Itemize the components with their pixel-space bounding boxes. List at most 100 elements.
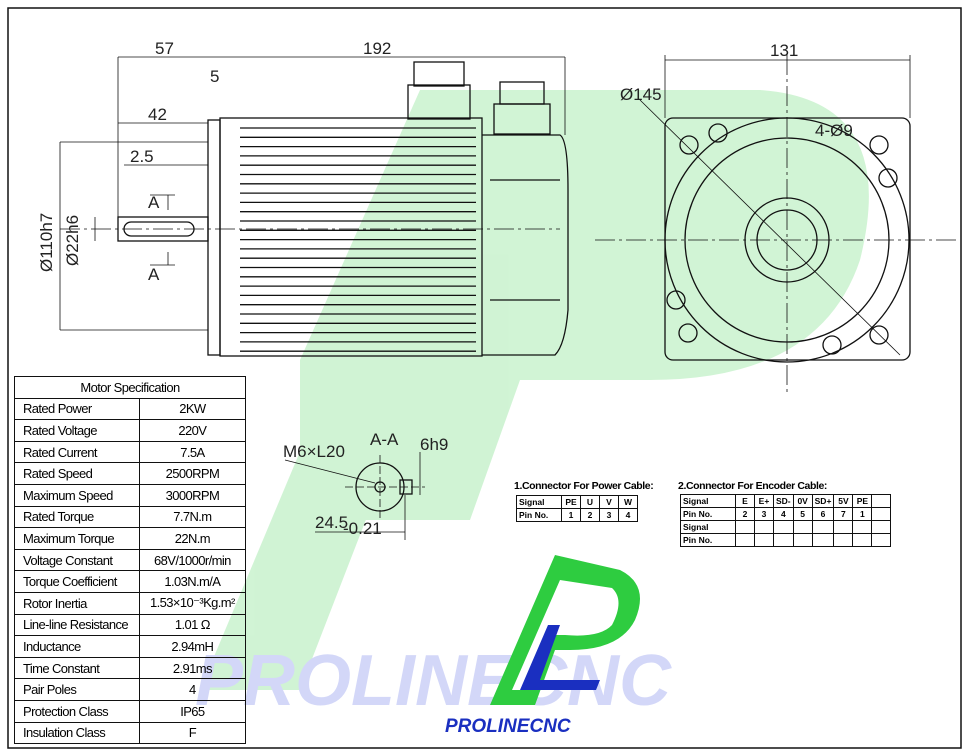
connector-cell: 6 (811, 507, 835, 521)
thread-label: M6×L20 (283, 442, 345, 461)
connector-cell: 4 (618, 508, 638, 522)
spec-label: Protection Class (14, 699, 140, 723)
spec-label: Insulation Class (14, 721, 140, 745)
logo-text: PROLINECNC (445, 716, 571, 737)
connector-cell: 1 (561, 508, 581, 522)
spec-label: Torque Coefficient (14, 570, 140, 593)
spec-value: 1.03N.m/A (138, 570, 247, 593)
spec-value: 68V/1000r/min (138, 548, 247, 572)
connector-cell (735, 520, 755, 534)
spec-value: 2.94mH (138, 635, 247, 658)
connector-cell (871, 533, 892, 547)
spec-value: 22N.m (138, 527, 247, 550)
section-mark-top: A (148, 193, 160, 212)
dim-pcd: Ø145 (620, 85, 662, 104)
shaft-section (284, 452, 425, 540)
connector-cell: SD- (773, 494, 794, 508)
connector-cell (871, 494, 892, 508)
connector-cell: SD+ (811, 494, 835, 508)
watermark-logo: PROLINECNC (195, 90, 869, 721)
connector-cell: 3 (754, 507, 774, 521)
prolinecnc-logo: PROLINECNC (445, 555, 640, 737)
dim-spigot: Ø110h7 (37, 213, 56, 272)
connector-cell: 0V (792, 494, 813, 508)
signal-label: Signal (516, 495, 562, 509)
spec-value: 220V (138, 419, 247, 442)
spec-label: Rated Voltage (14, 419, 140, 442)
connector-cell (735, 533, 755, 547)
connector-cell: V (599, 495, 619, 509)
spec-label: Voltage Constant (14, 548, 140, 572)
connector-cell: 3 (599, 508, 619, 522)
connector-cell (773, 533, 794, 547)
connector-cell (792, 533, 813, 547)
connector-cell: 7 (833, 507, 854, 521)
connector-cell: 1 (852, 507, 873, 521)
spec-label: Rated Current (14, 440, 140, 464)
connector-cell (811, 533, 835, 547)
connector-cell: 5V (833, 494, 854, 508)
watermark-text: PROLINECNC (195, 641, 672, 721)
section-title: A-A (370, 430, 399, 449)
key-depth-label: 24.5 (315, 513, 348, 532)
connector-cell (852, 520, 873, 534)
key-depth-tolerance: -0.21 (343, 519, 382, 538)
connector-cell: E+ (754, 494, 774, 508)
dim-131: 131 (770, 41, 798, 60)
pin-label: Pin No. (680, 507, 736, 521)
spec-value: 1.53×10⁻³Kg.m² (138, 591, 247, 615)
spec-label: Rated Power (14, 397, 140, 421)
connector-cell: W (618, 495, 638, 509)
section-mark-bottom: A (148, 265, 160, 284)
connector-cell: U (580, 495, 600, 509)
connector-cell (754, 533, 774, 547)
dim-shaft-diameter: Ø22h6 (63, 215, 82, 266)
signal-label-2: Signal (680, 520, 736, 534)
spec-value: IP65 (138, 699, 247, 723)
connector-cell (852, 533, 873, 547)
power-connector-title: 1.Connector For Power Cable: (514, 480, 654, 492)
spec-label: Inductance (14, 635, 140, 658)
spec-value: F (138, 721, 247, 745)
dim-2-5: 2.5 (130, 147, 154, 166)
spec-label: Maximum Speed (14, 483, 140, 507)
spec-value: 4 (138, 678, 247, 701)
dim-192: 192 (363, 39, 391, 58)
connector-cell: 4 (773, 507, 794, 521)
spec-value: 7.7N.m (138, 505, 247, 529)
spec-label: Rated Speed (14, 462, 140, 485)
connector-cell (833, 520, 854, 534)
spec-label: Rated Torque (14, 505, 140, 529)
connector-cell (871, 520, 892, 534)
dim-mount-holes: 4-Ø9 (815, 121, 853, 140)
spec-label: Line-line Resistance (14, 613, 140, 637)
connector-cell (833, 533, 854, 547)
spec-value: 2500RPM (138, 462, 247, 485)
signal-label: Signal (680, 494, 736, 508)
spec-label: Rotor Inertia (14, 591, 140, 615)
dim-5: 5 (210, 67, 219, 86)
connector-cell: 2 (735, 507, 755, 521)
spec-value: 1.01 Ω (138, 613, 247, 637)
pin-label-2: Pin No. (680, 533, 736, 547)
spec-label: Pair Poles (14, 678, 140, 701)
connector-cell (754, 520, 774, 534)
spec-value: 3000RPM (138, 483, 247, 507)
